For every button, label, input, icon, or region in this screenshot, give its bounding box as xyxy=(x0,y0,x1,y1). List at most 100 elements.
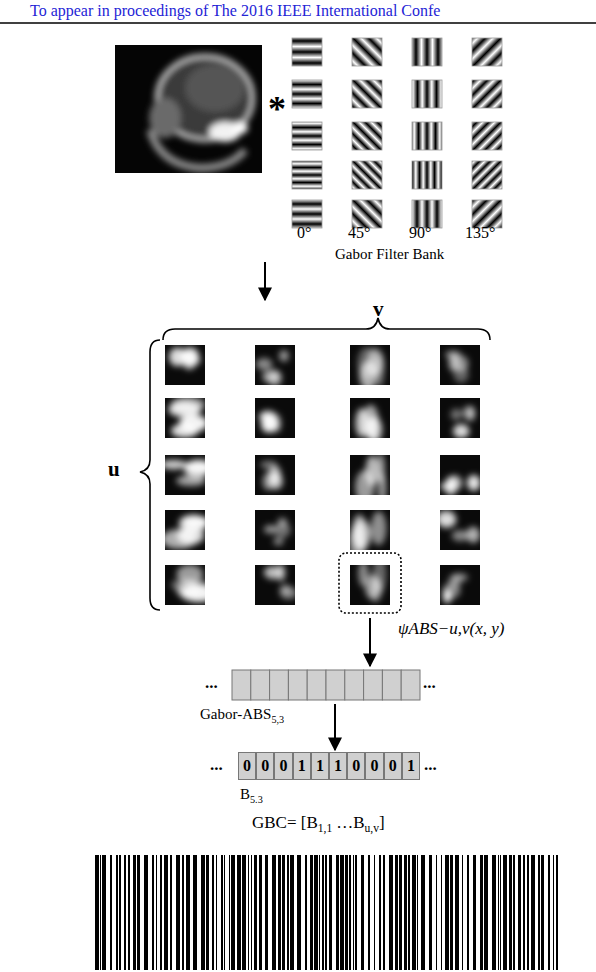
barcode-bar xyxy=(509,855,512,970)
barcode-bar xyxy=(340,855,344,970)
header-note: To appear in proceedings of The 2016 IEE… xyxy=(30,2,440,20)
gabor-response xyxy=(350,565,390,605)
response-blob xyxy=(168,401,201,417)
response-blob xyxy=(169,348,186,366)
response-blobs xyxy=(445,351,469,383)
response-blob xyxy=(440,510,456,528)
array-cell xyxy=(382,670,401,700)
response-blob xyxy=(261,415,279,433)
response-blob xyxy=(467,406,475,421)
response-blobs xyxy=(450,406,475,438)
array-cell xyxy=(401,670,420,700)
response-background xyxy=(440,455,480,495)
barcode-bar xyxy=(383,855,385,970)
xray-image xyxy=(115,45,262,173)
gabor-response xyxy=(165,565,205,605)
response-blob xyxy=(452,530,469,541)
barcode-bar xyxy=(287,855,289,970)
barcode-bar xyxy=(254,855,257,970)
diagram-node: vu xyxy=(100,300,500,618)
barcode-bar xyxy=(374,855,375,970)
gabor-filter xyxy=(352,122,382,150)
gabor-response xyxy=(440,345,480,385)
barcode-bar xyxy=(176,855,180,970)
barcode-bar xyxy=(100,855,101,970)
gabor-abs-array xyxy=(232,670,420,700)
bit-cell: 0 xyxy=(347,752,365,780)
gabor-filter xyxy=(472,200,502,228)
barcode-bar xyxy=(480,855,483,970)
response-background xyxy=(165,345,205,385)
response-blob xyxy=(277,565,285,582)
angle-label: 45° xyxy=(348,224,370,242)
response-blob xyxy=(466,527,480,543)
barcode-bar xyxy=(259,855,262,970)
gabor-response xyxy=(440,565,480,605)
barcode-bar xyxy=(102,855,106,970)
barcode-bar xyxy=(224,855,225,970)
response-blob xyxy=(366,417,382,438)
barcode-bar xyxy=(492,855,496,970)
gabor-filter xyxy=(412,161,442,189)
gabor-response xyxy=(255,510,295,550)
barcode-bar xyxy=(498,855,499,970)
barcode-bar xyxy=(212,855,214,970)
barcode-bar xyxy=(95,855,99,970)
barcode-bar xyxy=(412,855,416,970)
barcode-bar xyxy=(160,855,162,970)
gabor-filter xyxy=(352,200,382,228)
response-blobs xyxy=(358,347,385,385)
response-blobs xyxy=(264,565,295,599)
barcode-bar xyxy=(164,855,168,970)
gabor-response xyxy=(255,455,295,495)
array-cell xyxy=(232,670,251,700)
barcode-bar xyxy=(523,855,525,970)
gabor-filter xyxy=(472,161,502,189)
subscript: u,v xyxy=(365,822,379,835)
gabor-filter xyxy=(412,38,442,66)
response-blob xyxy=(453,424,469,438)
response-blobs xyxy=(169,348,201,370)
array-cell xyxy=(345,670,364,700)
subscript: 5,3 xyxy=(271,714,284,725)
barcode-bar xyxy=(368,855,370,970)
bit-cell: 0 xyxy=(365,752,383,780)
angle-label: 90° xyxy=(409,224,431,242)
barcode-bar xyxy=(231,855,235,970)
response-blob xyxy=(443,589,452,603)
barcode-bar xyxy=(541,855,544,970)
barcode-bar xyxy=(110,855,112,970)
gabor-response xyxy=(255,345,295,385)
barcode-bar xyxy=(216,855,217,970)
barcode-bar xyxy=(265,855,268,970)
axis-letter: u xyxy=(108,458,120,481)
response-blob xyxy=(355,470,374,495)
response-blob xyxy=(454,356,468,372)
response-background xyxy=(440,345,480,385)
subscript: 5.3 xyxy=(250,794,263,805)
response-blob xyxy=(355,408,368,437)
response-blob xyxy=(279,350,289,362)
gabor-filter xyxy=(292,200,322,228)
barcode-bar xyxy=(361,855,364,970)
bit-cell: 1 xyxy=(293,752,311,780)
gabor-filter xyxy=(352,38,382,66)
gabor-response xyxy=(350,510,390,550)
barcode-bar xyxy=(206,855,209,970)
barcode-bar xyxy=(229,855,230,970)
header-rule xyxy=(0,22,596,24)
barcode-bar xyxy=(436,855,437,970)
response-blobs xyxy=(443,573,468,603)
brace-v xyxy=(163,318,490,340)
barcode-bar xyxy=(503,855,507,970)
response-blobs xyxy=(165,460,205,486)
response-background xyxy=(350,510,390,550)
ellipsis: ... xyxy=(424,756,437,775)
barcode-bar xyxy=(248,855,249,970)
response-blob xyxy=(177,565,203,584)
gabor-response xyxy=(440,510,480,550)
barcode-bar xyxy=(221,855,223,970)
barcode-bar xyxy=(305,855,307,970)
gabor-filter xyxy=(412,200,442,228)
